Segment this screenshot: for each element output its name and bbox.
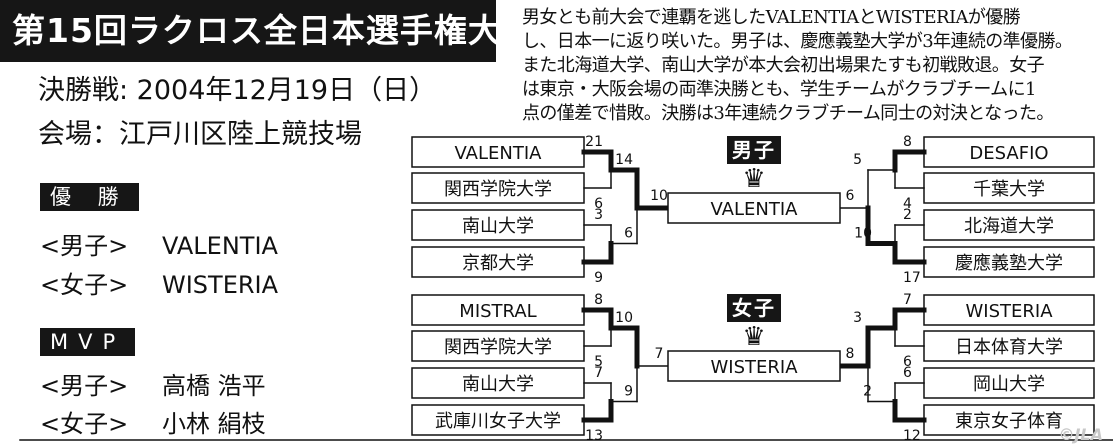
men-label: <男子>	[40, 372, 129, 400]
team-box	[923, 209, 1095, 241]
winner-women: WISTERIA	[162, 271, 279, 299]
score: 21	[585, 134, 603, 150]
credit-watermark: ©JLA	[1058, 425, 1103, 444]
mvp-women-row: <女子> 小林 絹枝	[40, 404, 266, 439]
score: 5	[594, 354, 603, 370]
description: 男女とも前大会で連覇を逃したVALENTIAとWISTERIAが優勝 し、日本一…	[522, 6, 1104, 126]
team-name: 南山大学	[462, 216, 534, 237]
crown-icon: ♛	[742, 164, 766, 194]
description-line: 男女とも前大会で連覇を逃したVALENTIAとWISTERIAが優勝	[522, 7, 1021, 28]
team-name: 日本体育大学	[955, 337, 1063, 358]
winner-men: VALENTIA	[162, 232, 278, 260]
team-box	[411, 246, 585, 278]
mvp-women: 小林 絹枝	[162, 410, 266, 438]
team-name: 北海道大学	[964, 216, 1054, 237]
mvp-men: 高橋 浩平	[162, 372, 266, 400]
score: 8	[846, 346, 855, 362]
score: 8	[594, 292, 603, 308]
score: 2	[903, 207, 912, 223]
description-line: また北海道大学、南山大学が本大会初出場果たすも初戦敗退。女子	[522, 55, 1045, 76]
score: 9	[624, 384, 633, 400]
venue: 会場：江戸川区陸上競技場	[38, 119, 362, 150]
champion-name: WISTERIA	[710, 357, 798, 378]
score: 12	[903, 428, 921, 444]
score: 6	[903, 365, 912, 381]
team-box	[411, 136, 585, 168]
description-line: し、日本一に返り咲いた。男子は、慶應義塾大学が3年連続の準優勝。	[522, 31, 1073, 52]
men-label: <男子>	[40, 232, 129, 260]
team-name: 京都大学	[462, 253, 534, 274]
men-badge: 男子	[727, 136, 781, 164]
mvp-heading: MVP	[40, 328, 136, 356]
team-box	[923, 294, 1095, 326]
team-name: DESAFIO	[969, 143, 1048, 164]
score: 10	[615, 310, 633, 326]
team-box	[411, 172, 585, 204]
score: 13	[585, 428, 603, 444]
score: 3	[853, 310, 862, 326]
score: 2	[863, 384, 872, 400]
champion-box	[667, 350, 841, 382]
winner-men-row: <男子> VALENTIA	[40, 226, 278, 261]
score: 9	[594, 270, 603, 286]
score: 6	[903, 354, 912, 370]
champion-box	[667, 192, 841, 224]
team-name: VALENTIA	[455, 143, 543, 164]
score: 5	[853, 152, 862, 168]
team-name: 慶應義塾大学	[955, 252, 1063, 274]
women-label: <女子>	[40, 410, 129, 438]
women-badge: 女子	[727, 294, 781, 322]
score: 10	[650, 188, 668, 204]
winners-heading: 優 勝	[40, 183, 139, 211]
team-box	[923, 172, 1095, 204]
final-date: 決勝戦: 2004年12月19日（日）	[38, 75, 437, 106]
women-label: <女子>	[40, 271, 129, 299]
team-box	[411, 404, 585, 436]
score: 14	[615, 152, 633, 168]
champion-name: VALENTIA	[711, 199, 799, 220]
team-box	[923, 246, 1095, 278]
team-box	[923, 330, 1095, 362]
score: 6	[846, 188, 855, 204]
team-box	[923, 367, 1095, 399]
team-box	[411, 209, 585, 241]
team-name: MISTRAL	[459, 301, 536, 322]
score: 7	[903, 292, 912, 308]
team-name: 武庫川女子大学	[435, 411, 561, 432]
score: 6	[594, 196, 603, 212]
page-title: 第15回ラクロス全日本選手権大会	[0, 0, 535, 62]
team-name: 千葉大学	[973, 179, 1045, 200]
score: 10	[854, 226, 872, 242]
team-name: WISTERIA	[965, 301, 1053, 322]
mvp-men-row: <男子> 高橋 浩平	[40, 366, 266, 401]
score: 6	[624, 226, 633, 242]
team-name: 関西学院大学	[444, 179, 552, 200]
winner-women-row: <女子> WISTERIA	[40, 265, 278, 300]
score: 7	[655, 346, 664, 362]
crown-icon: ♛	[742, 322, 766, 352]
team-name: 関西学院大学	[444, 337, 552, 358]
description-line: は東京・大阪会場の両準決勝とも、学生チームがクラブチームに1	[522, 79, 1036, 100]
score: 17	[903, 270, 921, 286]
score: 8	[903, 134, 912, 150]
description-line: 点の僅差で惜敗。決勝は3年連続クラブチーム同士の対決となった。	[522, 103, 1054, 124]
score: 7	[594, 365, 603, 381]
score: 3	[594, 207, 603, 223]
team-name: 岡山大学	[973, 374, 1045, 395]
score: 4	[903, 196, 912, 212]
team-name: 東京女子体育	[955, 411, 1063, 432]
team-name: 南山大学	[462, 374, 534, 395]
